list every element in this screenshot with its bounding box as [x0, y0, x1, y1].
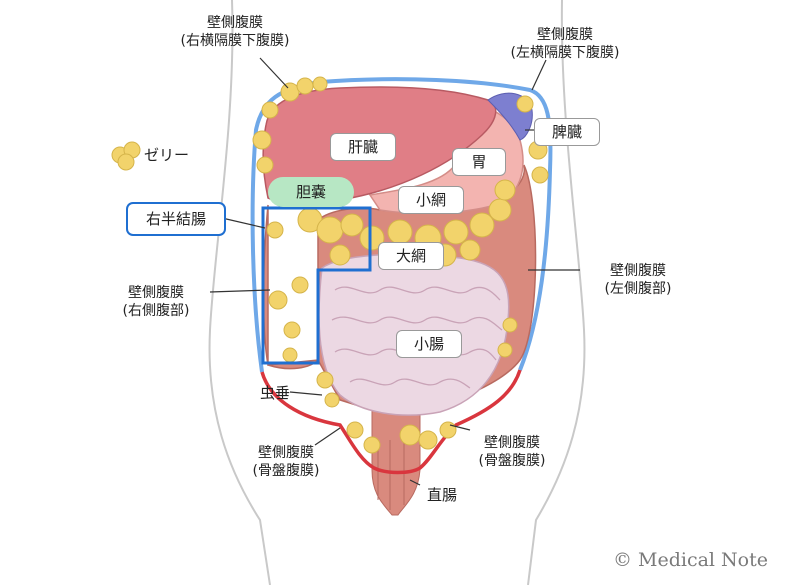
label-rectum: 直腸	[426, 486, 457, 504]
label-small-intestine: 小腸	[396, 330, 462, 358]
label-pelvic-peritoneum-left: 壁側腹膜 (骨盤腹膜)	[452, 434, 572, 470]
body-outline-left	[527, 0, 586, 585]
label-line: (左側腹部)	[604, 281, 672, 297]
label-right-lateral-peritoneum: 壁側腹膜 (右側腹部)	[100, 284, 212, 320]
label-line: 壁側腹膜	[258, 445, 314, 461]
label-liver: 肝臓	[330, 133, 396, 161]
label-pelvic-peritoneum-right: 壁側腹膜 (骨盤腹膜)	[226, 444, 346, 480]
label-greater-omentum: 大網	[378, 242, 444, 270]
label-line: 壁側腹膜	[537, 27, 593, 43]
label-appendix: 虫垂	[259, 384, 290, 402]
label-line: (右側腹部)	[122, 303, 190, 319]
leader-lines	[209, 57, 580, 486]
label-line: 壁側腹膜	[610, 263, 666, 279]
label-line: 壁側腹膜	[128, 285, 184, 301]
copyright-text: © Medical Note	[612, 549, 768, 571]
label-stomach: 胃	[452, 148, 506, 176]
peritoneum-upper-line	[250, 77, 553, 373]
label-line: (骨盤腹膜)	[478, 453, 546, 469]
label-left-lateral-peritoneum: 壁側腹膜 (左側腹部)	[578, 262, 698, 298]
label-right-subphrenic-peritoneum: 壁側腹膜 (右横隔膜下腹膜)	[160, 14, 310, 50]
label-spleen: 脾臓	[534, 118, 600, 146]
label-line: (右横隔膜下腹膜)	[180, 33, 290, 49]
label-line: (左横隔膜下腹膜)	[510, 45, 620, 61]
label-lesser-omentum: 小網	[398, 186, 464, 214]
label-line: (骨盤腹膜)	[252, 463, 320, 479]
label-jelly: ゼリー	[144, 146, 190, 164]
peritoneum-lower-line	[260, 369, 522, 475]
right-colon-highlight	[261, 206, 372, 365]
label-left-subphrenic-peritoneum: 壁側腹膜 (左横隔膜下腹膜)	[490, 26, 640, 62]
body-outline-right	[208, 0, 271, 585]
label-line: 壁側腹膜	[207, 15, 263, 31]
label-right-hemicolon: 右半結腸	[126, 202, 226, 236]
label-gallbladder: 胆嚢	[268, 177, 354, 207]
label-line: 壁側腹膜	[484, 435, 540, 451]
